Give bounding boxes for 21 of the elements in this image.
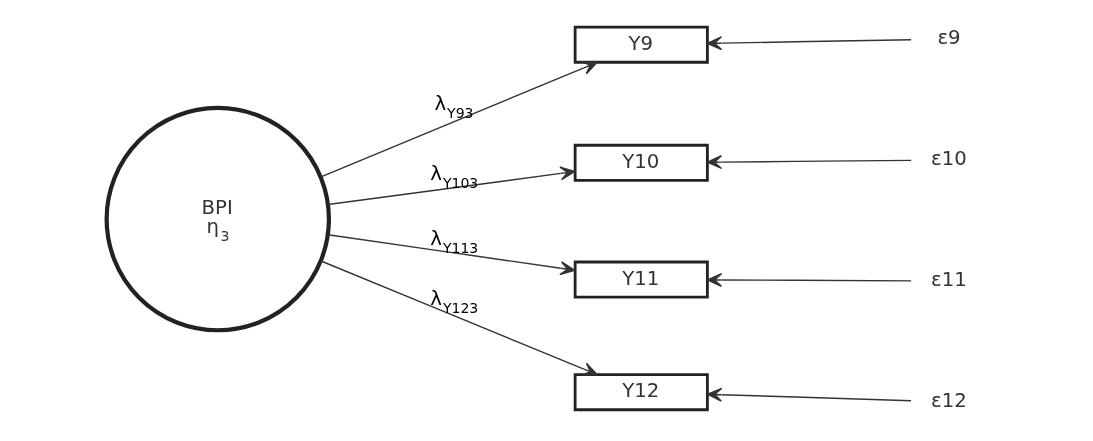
arrow xyxy=(319,61,598,178)
node-circle: BPI η$_{3}$ xyxy=(104,105,331,333)
arrow xyxy=(706,155,912,170)
arrow xyxy=(326,234,575,276)
node-text: ε9 xyxy=(936,26,961,50)
node-text: ε11 xyxy=(930,268,967,292)
arrow xyxy=(706,36,912,51)
edge-label: λ$_{Y123}$ xyxy=(429,287,478,317)
arrow xyxy=(326,166,575,206)
node-box: Y11 xyxy=(573,260,709,299)
arrow xyxy=(706,272,912,287)
node-text: ε10 xyxy=(930,147,967,171)
node-box: Y12 xyxy=(573,373,709,412)
edge-label: λ$_{Y103}$ xyxy=(429,161,478,191)
node-box: Y10 xyxy=(573,143,709,182)
arrow xyxy=(706,387,912,402)
node-text: ε12 xyxy=(930,389,967,413)
node-box: Y9 xyxy=(573,25,709,64)
edge-label: λ$_{Y93}$ xyxy=(433,91,474,121)
edge-label: λ$_{Y113}$ xyxy=(429,226,478,256)
arrow xyxy=(319,260,598,376)
